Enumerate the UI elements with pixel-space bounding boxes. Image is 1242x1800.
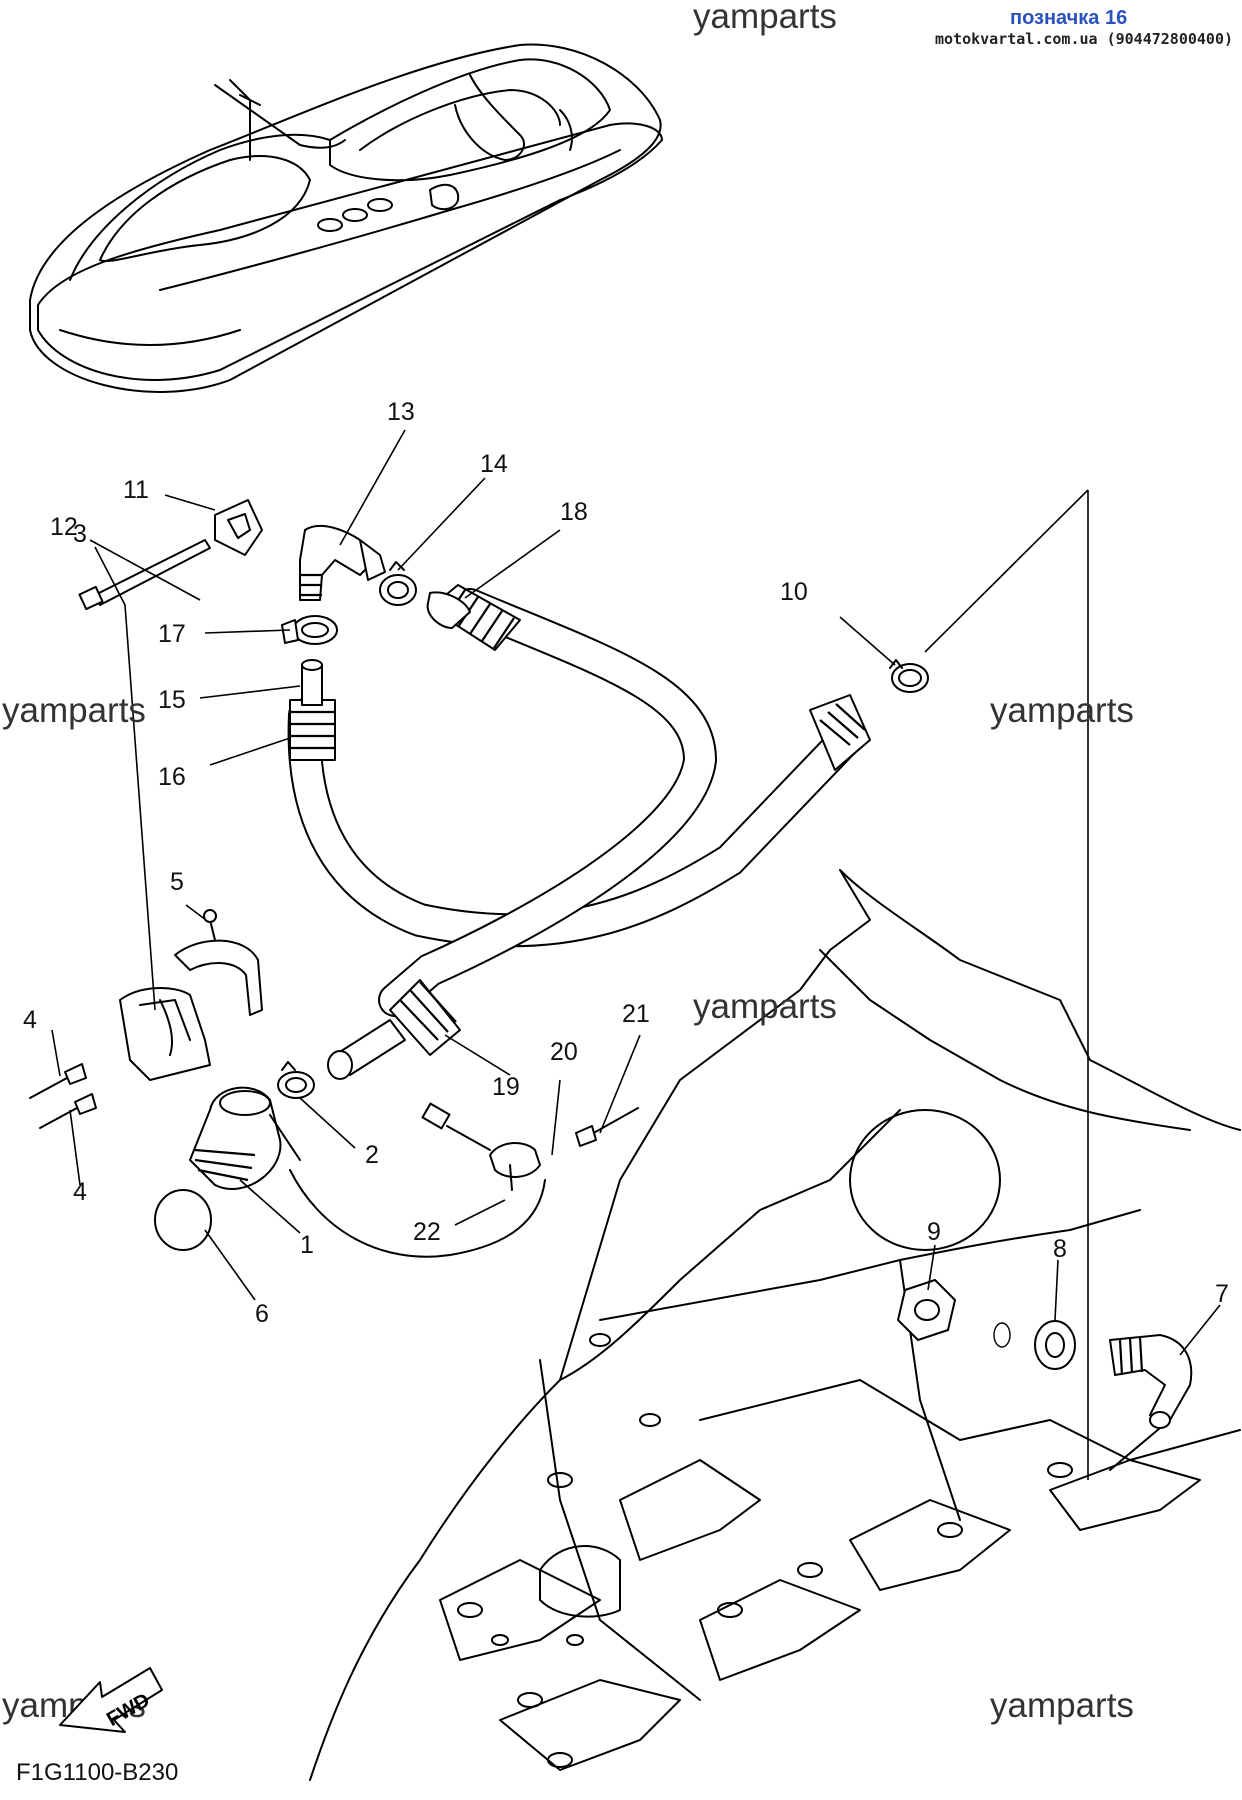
part-18-hose-end bbox=[426, 584, 521, 651]
watermark-bottom-right: yamparts bbox=[990, 1686, 1134, 1725]
part-17-clamp bbox=[281, 615, 338, 645]
header-site: motokvartal.com.ua (904472800400) bbox=[935, 30, 1233, 48]
part-label-9: 9 bbox=[927, 1218, 941, 1246]
part-19-hose-end bbox=[327, 979, 461, 1080]
part-label-5: 5 bbox=[170, 868, 184, 896]
part-10-clamp bbox=[809, 659, 929, 771]
part-5-bracket bbox=[174, 909, 263, 1016]
part-label-10: 10 bbox=[780, 578, 808, 606]
part-label-4b: 4 bbox=[73, 1178, 87, 1206]
watermark-top: yamparts bbox=[693, 0, 837, 36]
part-label-11: 11 bbox=[123, 476, 149, 504]
part-label-13: 13 bbox=[387, 398, 415, 426]
part-13-elbow-fitting bbox=[299, 524, 386, 601]
part-2-clamp bbox=[277, 1061, 315, 1099]
part-label-22: 22 bbox=[413, 1218, 441, 1246]
part-12-cable-tie bbox=[78, 539, 211, 611]
part-20-22-connector bbox=[421, 1102, 541, 1191]
hose-assembly bbox=[287, 588, 862, 1017]
part-number-labels: 1 2 3 4 4 5 6 7 8 9 10 11 12 13 14 15 16… bbox=[23, 398, 1229, 1328]
part-21-screw bbox=[575, 1107, 639, 1147]
part-4-screws bbox=[29, 1063, 97, 1129]
part-label-8: 8 bbox=[1053, 1235, 1067, 1263]
part-label-1: 1 bbox=[300, 1231, 314, 1259]
part-label-18: 18 bbox=[560, 498, 588, 526]
part-15-16-hose-end bbox=[289, 659, 336, 761]
part-label-7: 7 bbox=[1215, 1280, 1229, 1308]
part-7-fitting bbox=[1109, 1334, 1193, 1471]
part-label-20: 20 bbox=[550, 1038, 578, 1066]
part-label-4a: 4 bbox=[23, 1006, 37, 1034]
part-label-15: 15 bbox=[158, 686, 186, 714]
part-label-14: 14 bbox=[480, 450, 508, 478]
part-14-clamp bbox=[379, 561, 417, 606]
part-label-12: 12 bbox=[50, 513, 78, 541]
part-label-16: 16 bbox=[158, 763, 186, 791]
part-label-17: 17 bbox=[158, 620, 186, 648]
part-label-21: 21 bbox=[622, 1000, 650, 1028]
header-label: позначка 16 bbox=[1010, 7, 1127, 29]
watermark-center: yamparts bbox=[693, 987, 837, 1026]
watermarks: yamparts yamparts yamparts yamparts yamp… bbox=[2, 0, 1134, 1725]
part-label-2: 2 bbox=[365, 1141, 379, 1169]
routing-line bbox=[924, 489, 1089, 1480]
part-8-washer bbox=[993, 1320, 1076, 1370]
watermark-right-mid: yamparts bbox=[990, 691, 1134, 730]
part-1-bilge-pump bbox=[189, 1086, 546, 1258]
watermark-left-mid: yamparts bbox=[2, 691, 146, 730]
part-3-pump-bracket bbox=[119, 987, 211, 1081]
part-9-nut bbox=[897, 1279, 956, 1341]
part-label-3: 3 bbox=[73, 520, 87, 548]
leader-lines bbox=[51, 429, 1221, 1356]
diagram-code: F1G1100-B230 bbox=[16, 1759, 178, 1786]
part-label-6: 6 bbox=[255, 1300, 269, 1328]
watercraft-illustration bbox=[29, 43, 663, 393]
part-label-19: 19 bbox=[492, 1073, 520, 1101]
part-6-cap bbox=[154, 1189, 212, 1251]
part-11-tie-mount bbox=[214, 499, 263, 556]
